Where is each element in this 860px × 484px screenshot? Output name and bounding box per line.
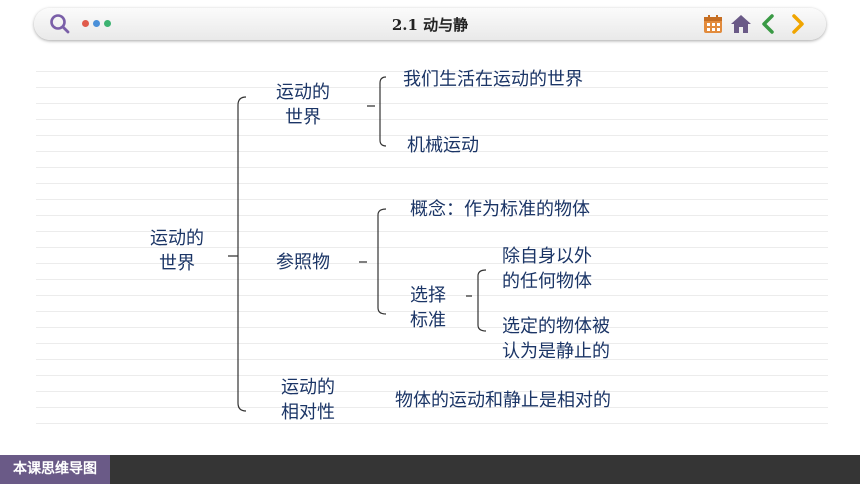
leaf-concept: 概念：作为标准的物体 <box>410 199 590 220</box>
search-icon[interactable] <box>48 12 72 36</box>
leaf-we-live-in-moving-world: 我们生活在运动的世界 <box>403 69 583 90</box>
leaf-any-object-except-itself: 除自身以外 的任何物体 <box>502 246 592 292</box>
calendar-icon[interactable] <box>702 13 724 35</box>
home-icon[interactable] <box>730 13 752 35</box>
leaf-motion-rest-relative: 物体的运动和静止是相对的 <box>395 390 611 411</box>
more-dots-icon[interactable] <box>82 20 111 27</box>
chevron-left-icon[interactable] <box>758 13 780 35</box>
top-toolbar: 2.1 动与静 <box>34 8 826 40</box>
leaf-mechanical-motion: 机械运动 <box>407 135 479 156</box>
footer-bar: 本课思维导图 <box>0 455 860 484</box>
footer-label: 本课思维导图 <box>0 455 110 484</box>
leaf-selected-object-at-rest: 选定的物体被 认为是静止的 <box>502 316 610 362</box>
chevron-right-icon[interactable] <box>786 13 808 35</box>
node-selection-criteria: 选择 标准 <box>410 285 446 331</box>
mindmap-root: 运动的 世界 <box>150 228 204 274</box>
ruled-background <box>36 56 828 428</box>
branch-reference-object: 参照物 <box>276 252 330 273</box>
branch-motion-world: 运动的 世界 <box>276 82 330 128</box>
branch-relativity-of-motion: 运动的 相对性 <box>281 377 335 423</box>
page-title: 2.1 动与静 <box>391 16 469 34</box>
